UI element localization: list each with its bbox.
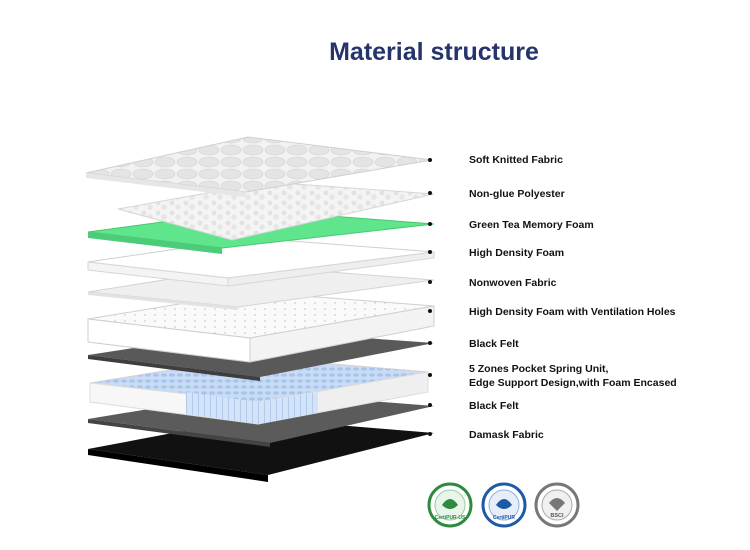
layer-labels: Soft Knitted Fabric Non-glue Polyester G… [469,154,677,441]
label-ventilated-foam: High Density Foam with Ventilation Holes [469,306,676,318]
label-soft-knitted-fabric: Soft Knitted Fabric [469,154,563,166]
layer-high-density-foam [87,237,435,287]
label-nonwoven-fabric: Nonwoven Fabric [469,277,557,289]
page-title: Material structure [329,38,539,66]
label-high-density-foam: High Density Foam [469,247,564,259]
layer-damask-fabric [88,418,434,482]
label-black-felt-lower: Black Felt [469,400,519,412]
certipur-us-text: CertiPUR-US [435,515,466,521]
label-pocket-spring-unit: 5 Zones Pocket Spring Unit, [469,363,609,375]
label-dots [428,158,432,436]
layer-soft-knitted-fabric [85,136,433,197]
label-non-glue-polyester: Non-glue Polyester [469,188,565,200]
label-edge-support: Edge Support Design,with Foam Encased [469,377,677,389]
layer-ventilated-foam [87,291,435,363]
certipur-text: CertiPUR [493,515,515,521]
certipur-us-badge: CertiPUR-US [427,482,473,528]
certipur-badge: CertiPUR [481,482,527,528]
label-damask-fabric: Damask Fabric [469,429,544,441]
label-black-felt-upper: Black Felt [469,338,519,350]
bsci-text: BSCI [550,513,564,519]
bsci-badge: BSCI [534,482,580,528]
layer-pocket-spring-unit [89,356,429,425]
label-green-tea-memory-foam: Green Tea Memory Foam [469,219,594,231]
